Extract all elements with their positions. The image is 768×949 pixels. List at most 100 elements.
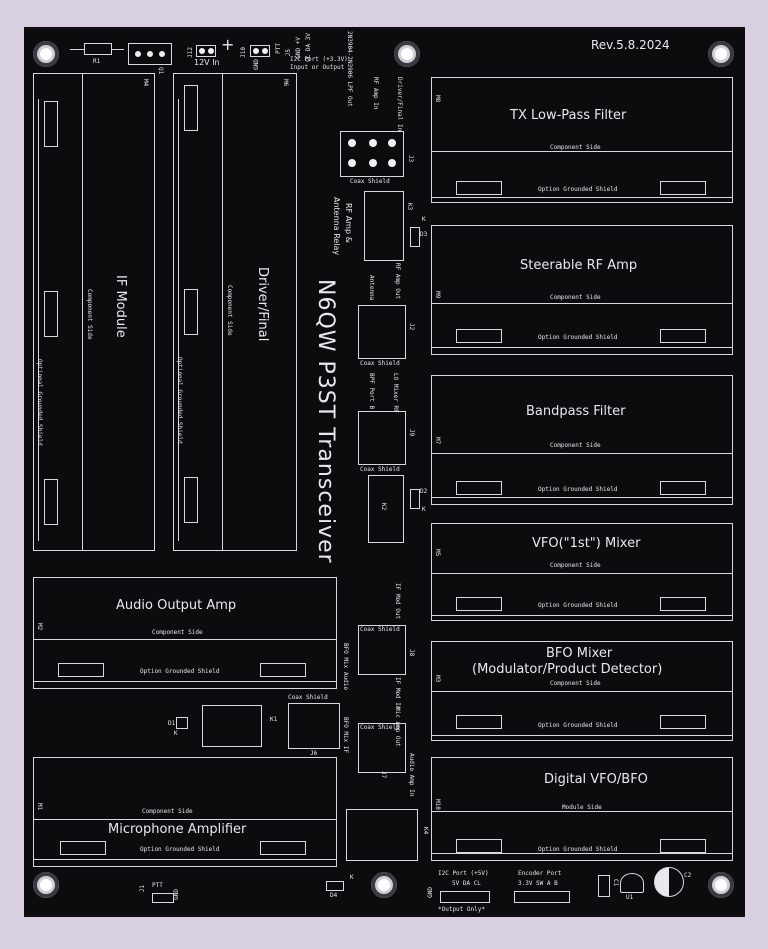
rf-amp-sub: Component Side	[550, 294, 601, 301]
rf-relay-label: RF Amp &	[344, 203, 353, 243]
digital-vfo-title: Digital VFO/BFO	[544, 772, 648, 787]
output-only-label: *Output Only*	[438, 906, 485, 913]
vfo-mixer-header-2	[660, 597, 706, 611]
i2c-port-top-label-2: Input or Output	[290, 64, 345, 71]
j2-connector	[358, 305, 406, 359]
bpf-header-2	[660, 481, 706, 495]
module-audio-out	[33, 577, 337, 689]
digital-vfo-header-2	[660, 839, 706, 853]
d2-k-label: K	[422, 506, 426, 513]
d1-k-label: K	[174, 730, 178, 737]
module-digital-vfo	[431, 757, 733, 861]
digital-vfo-ref: M10	[434, 799, 441, 810]
j7-label: J7	[380, 771, 387, 779]
bpf-sub: Component Side	[550, 442, 601, 449]
j3-label: J3	[407, 155, 414, 163]
d1-label: D1	[168, 720, 176, 727]
d4-k-label: K	[350, 874, 354, 881]
i2c-port-top-label: I2C Port (+3.3V)	[290, 56, 348, 63]
coax-shield-j3: Coax Shield	[350, 178, 390, 185]
bpf-title: Bandpass Filter	[526, 404, 626, 419]
k1-label: K1	[270, 716, 278, 723]
if-header-1	[44, 101, 58, 147]
j12-label: J12	[187, 47, 194, 58]
j10-ptt-label: PTT	[275, 43, 282, 54]
audio-out-title: Audio Output Amp	[116, 598, 237, 613]
j10-connector	[250, 45, 270, 57]
rf-amp-header-2	[660, 329, 706, 343]
encoder-pins-label: 3.3V SW A B	[518, 880, 558, 887]
k2-relay	[368, 475, 404, 543]
vfo-mixer-sub: Component Side	[550, 562, 601, 569]
rf-amp-out-label: RF Amp Out	[394, 263, 401, 300]
tx-lpf-title: TX Low-Pass Filter	[510, 108, 627, 123]
mic-amp-sub: Component Side	[142, 808, 193, 815]
driver-final-title: Driver/Final	[255, 267, 270, 342]
mounting-hole-top-center	[394, 41, 420, 67]
pcb-board: Rev.5.8.2024 R1 Q1 J12 12V In + J10 GND …	[24, 27, 745, 917]
u1-regulator	[620, 873, 644, 893]
bfo-mixer-title: BFO Mixer	[546, 646, 613, 661]
c2-plus-label: +	[660, 890, 664, 897]
vfo-mixer-ref: M5	[434, 549, 441, 557]
digital-vfo-shield: Option Grounded Shield	[538, 846, 618, 853]
tx-lpf-header-2	[660, 181, 706, 195]
rf-amp-title: Steerable RF Amp	[520, 258, 638, 273]
digital-vfo-sub: Module Side	[562, 804, 602, 811]
encoder-header	[514, 891, 570, 903]
antenna-relay-label: Antenna Relay	[332, 197, 341, 256]
bfo-mixer-title-2: (Modulator/Product Detector)	[472, 662, 663, 677]
coax-shield-j7: Coax Shield	[360, 724, 400, 731]
r1-label: R1	[93, 58, 101, 65]
driver-final-sub: Component Side	[226, 285, 233, 336]
lo-mixer-rf-label: LO Mixer RF	[392, 373, 399, 413]
rf-amp-ref: M9	[434, 291, 441, 299]
bfo-mixer-sub: Component Side	[550, 680, 601, 687]
j2-label: J2	[408, 323, 415, 331]
j7-connector	[358, 723, 406, 773]
j3-connector	[340, 131, 404, 177]
q1-label: Q1	[157, 67, 164, 75]
module-tx-lpf	[431, 77, 733, 203]
c1-label: C1	[612, 879, 619, 887]
gnd-bottom-label: GND	[173, 889, 180, 900]
k4-label: K4	[422, 827, 429, 835]
k4-relay	[346, 809, 418, 861]
mic-amp-header-1	[60, 841, 106, 855]
mounting-hole-top-right	[708, 41, 734, 67]
mic-amp-title: Microphone Amplifier	[108, 822, 247, 837]
mounting-hole-bottom-left	[33, 872, 59, 898]
j6-connector	[288, 703, 340, 749]
module-bpf	[431, 375, 733, 505]
module-vfo-mixer	[431, 523, 733, 621]
if-module-title: IF Module	[113, 275, 128, 338]
if-header-2	[44, 291, 58, 337]
bfo-mix-if-label: BFO Mix IF	[342, 717, 349, 754]
j8-label: J8	[408, 649, 415, 657]
d4-label: D4	[330, 892, 338, 899]
if-module-sub: Component Side	[86, 289, 93, 340]
i2c-bottom-pins: 5V DA CL	[452, 880, 481, 887]
d3-label: D3	[420, 231, 428, 238]
ptt-bottom-label: PTT	[152, 882, 163, 889]
module-if	[33, 73, 155, 551]
resistor-r1	[84, 43, 112, 55]
bfo-mixer-ref: M3	[434, 675, 441, 683]
mic-amp-out-label: Mic Amp Out	[394, 707, 401, 747]
j10-label: J10	[240, 47, 247, 58]
df-header-3	[184, 477, 198, 523]
audio-out-shield: Option Grounded Shield	[140, 668, 220, 675]
module-driver-final	[173, 73, 297, 551]
d1-diode	[176, 717, 188, 729]
c1-capacitor	[598, 875, 610, 897]
module-mic-amp	[33, 757, 337, 867]
bpf-ref: M7	[434, 437, 441, 445]
bpf-shield: Option Grounded Shield	[538, 486, 618, 493]
antenna-label: Antenna	[368, 275, 375, 301]
driver-final-in-label: Driver/Final In	[396, 77, 403, 132]
j9-label: J9	[408, 429, 415, 437]
k3-relay	[364, 191, 404, 261]
driver-final-shield: Optional Grounded Shield	[176, 357, 183, 444]
coax-shield-j8: Coax Shield	[360, 626, 400, 633]
tx-lpf-shield: Option Grounded Shield	[538, 186, 618, 193]
